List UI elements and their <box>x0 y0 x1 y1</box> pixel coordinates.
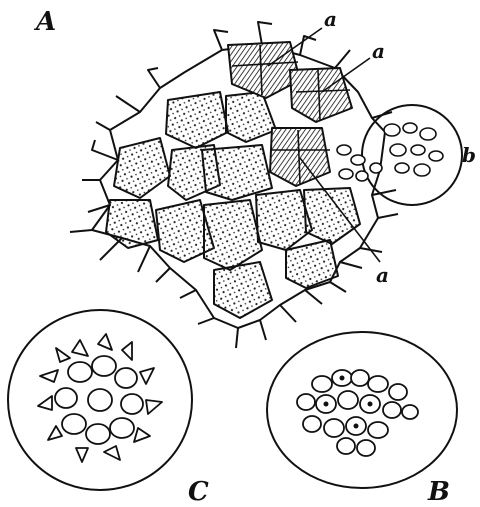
panel-label-b: B <box>427 477 450 507</box>
panel-label-c: C <box>188 477 209 507</box>
panel-c <box>7 309 193 491</box>
panel-a-colony <box>69 21 399 349</box>
callout-a-3: a <box>376 263 389 287</box>
zoospore-vesicle-b <box>336 104 463 206</box>
colony-spines <box>69 21 399 349</box>
callout-leaders <box>267 27 381 263</box>
callout-b: b <box>462 143 476 167</box>
panel-b <box>266 331 458 489</box>
callout-a-1: a <box>324 7 337 31</box>
panel-label-a: A <box>33 7 56 37</box>
callout-a-2: a <box>372 39 385 63</box>
